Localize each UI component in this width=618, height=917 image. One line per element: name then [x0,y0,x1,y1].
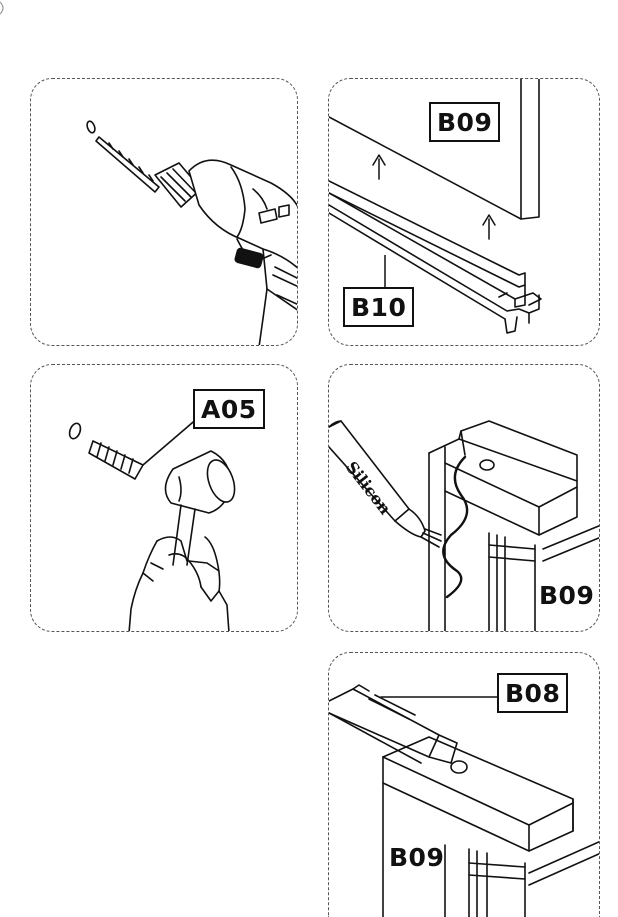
part-label-b09: B09 [429,102,501,142]
part-label-b08: B08 [497,673,569,713]
wall-hole-icon [68,422,82,440]
drill-illustration [86,120,297,345]
drill-hole-icon [86,120,96,134]
part-label-a05: A05 [193,389,265,429]
silicone-illustration: Silicon [329,420,599,631]
panel-silicone: Silicon B09 [328,364,600,632]
part-label-b10: B10 [343,287,415,327]
panel-wall-plug: A05 [30,364,298,632]
corner-mark [0,1,4,15]
end-cap-illustration [329,684,599,917]
part-label-b09: B09 [539,581,595,610]
wall-plug-illustration [68,416,236,631]
part-label-b09: B09 [389,843,445,872]
panel-track: B09 B10 [328,78,600,346]
panel-end-cap: B08 B09 [328,652,600,917]
panel-drilling [30,78,298,346]
